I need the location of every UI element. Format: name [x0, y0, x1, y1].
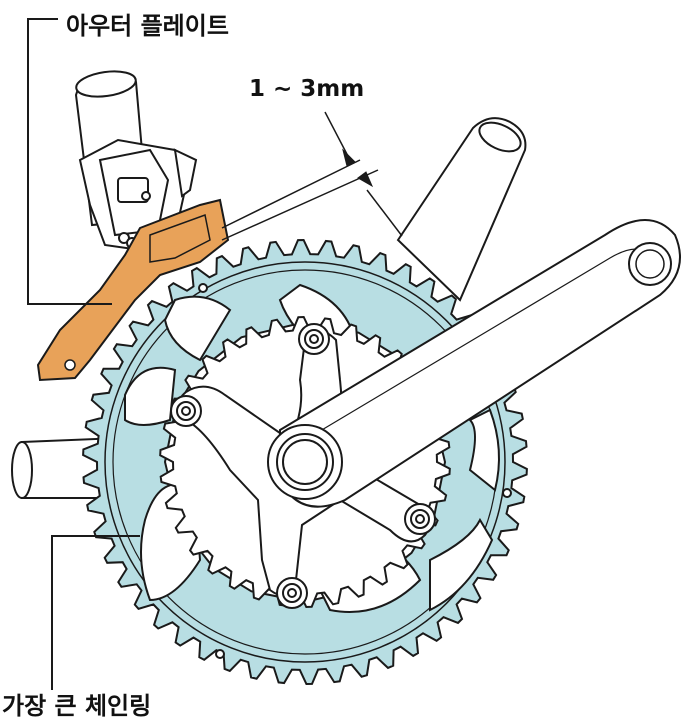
largest-chainring-label: 가장 큰 체인링 — [2, 692, 152, 720]
seat-tube — [396, 117, 527, 302]
chainring-bolts — [170, 283, 512, 659]
crank-axle — [267, 424, 343, 500]
outer-plate-label: 아우터 플레이트 — [66, 12, 229, 40]
gap-indicator — [221, 111, 403, 241]
leader-lines — [27, 18, 140, 690]
crank-arm — [279, 219, 681, 508]
gap-measurement-label: 1 ~ 3mm — [249, 76, 365, 102]
